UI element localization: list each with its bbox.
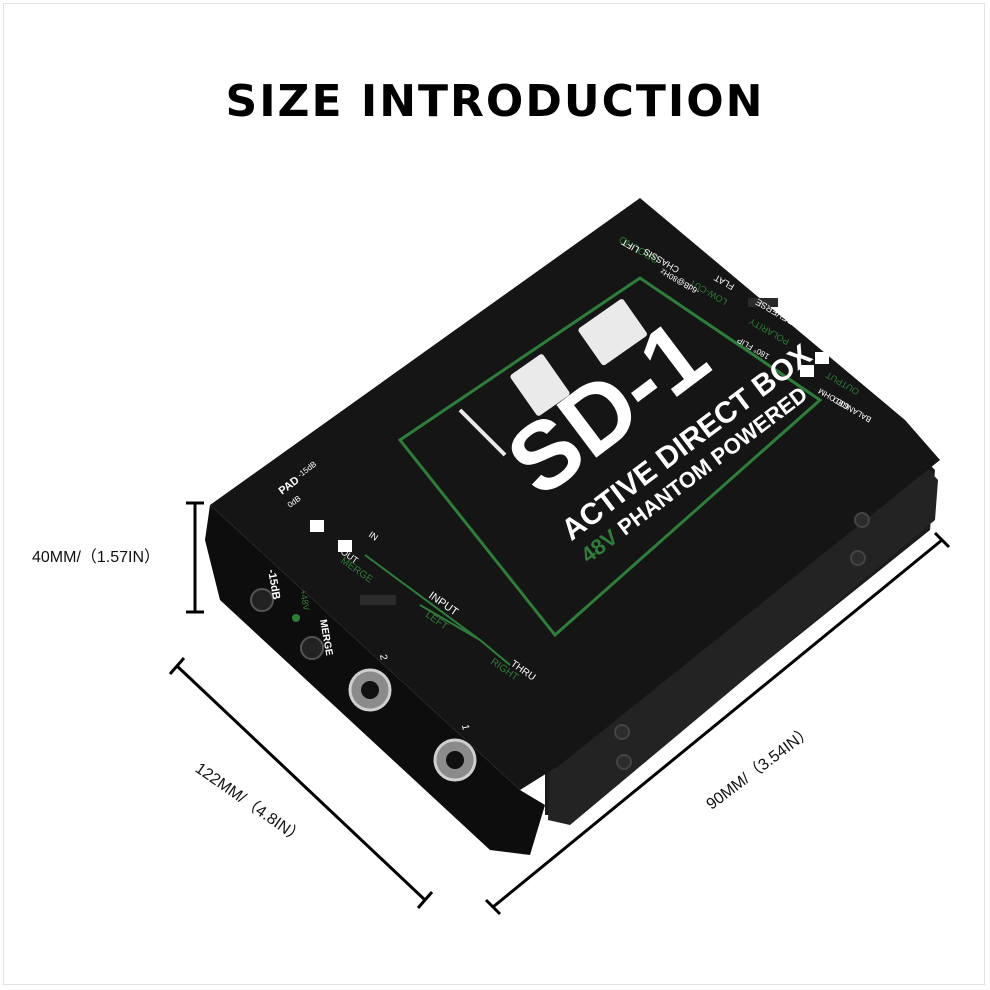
width-dimension-line [484,531,951,916]
side-rail [548,455,938,825]
front-48v-label: +48V [298,589,312,612]
image-frame [3,3,985,985]
top-face [210,198,940,790]
signal-path-lines [364,554,511,666]
output-switch-icon [800,365,814,377]
amplifier-icon [578,299,647,366]
direct-box-device: SD-1 ACTIVE DIRECT BOX 48V PHANTOM POWER… [205,198,940,855]
pad-button [250,588,274,612]
page-title: SIZE INTRODUCTION [225,76,765,127]
connector-slot [360,595,396,605]
output-switch-icon [815,352,829,364]
height-dimension-line [186,501,204,614]
merge-button [300,636,324,660]
led-indicator-icon [292,614,300,622]
connector-slot [748,298,778,307]
front-15db-label: -15dB [265,568,282,600]
height-dimension-label: 40MM/（1.57IN） [32,549,161,566]
jack1-number: 1 [459,724,471,732]
jack2-number: 2 [377,654,389,662]
merge-switch-icon [338,540,352,552]
screw-icon [616,754,632,770]
guitar-icon [458,408,507,457]
length-dimension-line [168,657,434,909]
screw-icon [614,724,630,740]
effect-pedal-icon [510,354,570,416]
panel-outline [397,276,823,638]
pad-switch-icon [310,520,324,532]
screw-icon [854,512,870,528]
screw-icon [850,550,866,566]
